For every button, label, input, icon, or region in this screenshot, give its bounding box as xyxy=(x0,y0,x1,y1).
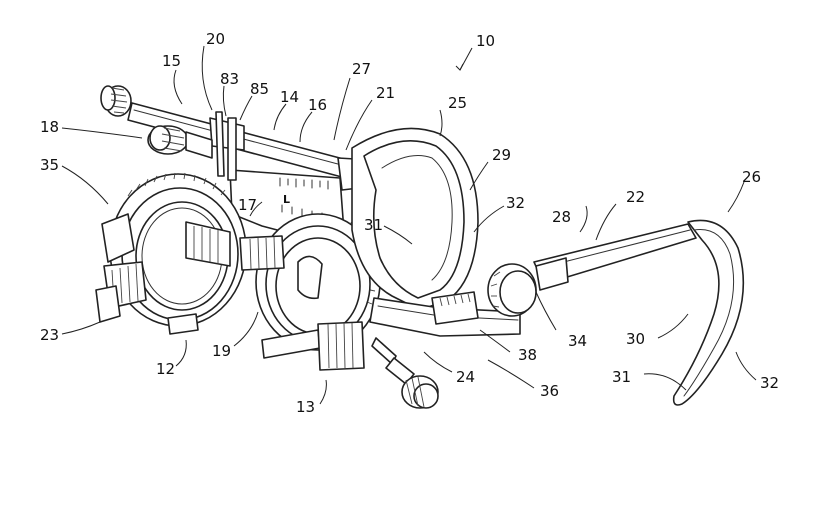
left-bar-knob xyxy=(101,86,131,116)
ref-26: 26 xyxy=(742,168,761,186)
scale-mark-l: L xyxy=(283,193,290,206)
ear-hook xyxy=(674,220,744,405)
left-lens-cell xyxy=(110,173,246,334)
ref-16: 16 xyxy=(308,96,327,114)
temple-pivot-knob xyxy=(488,264,536,316)
ref-10: 10 xyxy=(476,32,495,50)
ref-21: 21 xyxy=(376,84,395,102)
ref-15: 15 xyxy=(162,52,181,70)
ref-12: 12 xyxy=(156,360,175,378)
ref-36: 36 xyxy=(540,382,559,400)
ref-18: 18 xyxy=(40,118,59,136)
ref-25: 25 xyxy=(448,94,467,112)
ref-24: 24 xyxy=(456,368,475,386)
ref-32-hook: 32 xyxy=(760,374,779,392)
ref-29: 29 xyxy=(492,146,511,164)
ref-38: 38 xyxy=(518,346,537,364)
ref-28: 28 xyxy=(552,208,571,226)
ref-35: 35 xyxy=(40,156,59,174)
ref-30: 30 xyxy=(626,330,645,348)
temple-arm xyxy=(534,224,696,290)
ref-14: 14 xyxy=(280,88,299,106)
ref-32-frame: 32 xyxy=(506,194,525,212)
ref-34: 34 xyxy=(568,332,587,350)
ref-13: 13 xyxy=(296,398,315,416)
ref-83: 83 xyxy=(220,70,239,88)
ref-31-hook: 31 xyxy=(612,368,631,386)
ref-17: 17 xyxy=(238,196,257,214)
ref-27: 27 xyxy=(352,60,371,78)
ref-23: 23 xyxy=(40,326,59,344)
ref-31-frame: 31 xyxy=(364,216,383,234)
ref-19: 19 xyxy=(212,342,231,360)
ref-22: 22 xyxy=(626,188,645,206)
ref-20: 20 xyxy=(206,30,225,48)
ref-85: 85 xyxy=(250,80,269,98)
vertex-adjust-knob xyxy=(372,338,438,408)
